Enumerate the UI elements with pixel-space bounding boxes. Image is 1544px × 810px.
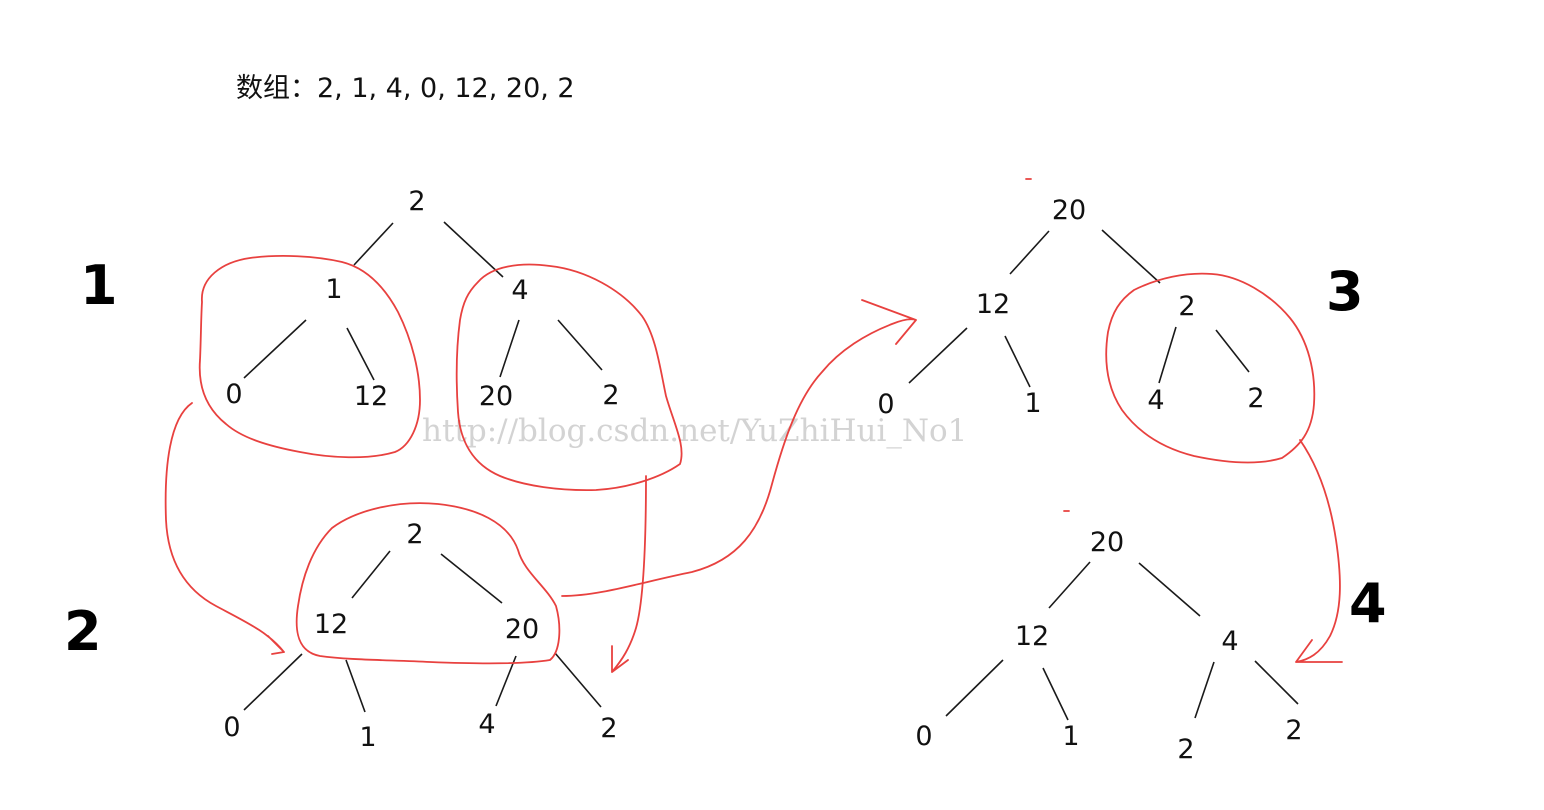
subtree-1-right-circle xyxy=(455,263,683,492)
tree-2-node-right-left: 4 xyxy=(478,709,495,740)
tree-1-node-right-left: 20 xyxy=(479,381,513,412)
step-label-1: 1 xyxy=(80,254,118,317)
step-label-2: 2 xyxy=(64,600,102,663)
tree-1-node-root: 2 xyxy=(408,186,425,217)
tree-2-node-root: 2 xyxy=(406,519,423,550)
edge xyxy=(1138,562,1201,617)
tree-1-node-left: 1 xyxy=(325,274,342,305)
arrow-step-1-to-2-right xyxy=(611,475,647,673)
tree-2-edges xyxy=(243,550,602,713)
edge xyxy=(499,319,520,378)
edge xyxy=(1158,326,1177,384)
edge xyxy=(945,659,1004,717)
edge xyxy=(243,319,307,379)
arrow-step-1-to-2-left xyxy=(164,402,285,655)
edge xyxy=(554,652,602,708)
tree-2-top-circle xyxy=(295,502,561,665)
tree-3: 20 12 2 0 1 4 2 xyxy=(877,195,1264,420)
array-title: 数组：2, 1, 4, 0, 12, 20, 2 xyxy=(236,73,575,104)
tree-2-node-left-left: 0 xyxy=(223,712,240,743)
tree-1-node-right: 4 xyxy=(511,275,528,306)
edge xyxy=(557,319,603,371)
annotations xyxy=(164,178,1343,673)
edge xyxy=(908,327,968,384)
tree-3-node-left-left: 0 xyxy=(877,389,894,420)
arrow-step-2-to-3 xyxy=(561,299,917,597)
edge xyxy=(1048,561,1091,609)
tree-3-edges xyxy=(908,229,1250,388)
step-label-3: 3 xyxy=(1326,260,1364,323)
tree-4-node-right-left: 2 xyxy=(1177,734,1194,765)
edge xyxy=(345,659,366,713)
tree-2-node-right-right: 2 xyxy=(600,713,617,744)
tree-4-node-left: 12 xyxy=(1015,621,1049,652)
watermark-url: http://blog.csdn.net/YuZhiHui_No1 xyxy=(422,413,967,449)
edge xyxy=(1254,660,1299,705)
edge xyxy=(495,655,517,707)
tree-4-node-root: 20 xyxy=(1090,527,1124,558)
tree-4-node-left-right: 1 xyxy=(1062,721,1079,752)
subtree-1-left-circle xyxy=(198,255,421,459)
edge xyxy=(1009,230,1050,275)
tree-1-node-left-left: 0 xyxy=(225,379,242,410)
tree-2: 2 12 20 0 1 4 2 xyxy=(223,519,617,753)
edge xyxy=(243,653,303,711)
tree-2-node-left: 12 xyxy=(314,609,348,640)
tree-4-node-right-right: 2 xyxy=(1285,715,1302,746)
tree-1-edges xyxy=(243,221,603,381)
tree-1-node-left-right: 12 xyxy=(354,381,388,412)
tree-3-node-left-right: 1 xyxy=(1024,388,1041,419)
tree-4-node-left-left: 0 xyxy=(915,721,932,752)
tree-4-node-right: 4 xyxy=(1221,626,1238,657)
tree-3-right-circle xyxy=(1105,272,1316,464)
edge xyxy=(1101,229,1161,284)
edge xyxy=(1194,661,1215,719)
tree-3-node-right: 2 xyxy=(1178,291,1195,322)
tree-2-node-right: 20 xyxy=(505,614,539,645)
edge xyxy=(443,221,504,278)
arrow-step-3-to-4 xyxy=(1295,439,1343,663)
tree-2-node-left-right: 1 xyxy=(359,722,376,753)
edge xyxy=(440,553,503,604)
edge xyxy=(346,327,375,381)
tree-3-node-left: 12 xyxy=(976,289,1010,320)
tree-1: 2 1 4 0 12 20 2 xyxy=(225,186,619,412)
edge xyxy=(351,550,391,599)
tree-4-edges xyxy=(945,561,1299,721)
edge xyxy=(1215,329,1250,373)
tree-3-node-right-right: 2 xyxy=(1247,383,1264,414)
edge xyxy=(1042,667,1069,721)
step-label-4: 4 xyxy=(1349,572,1387,635)
tree-3-node-right-left: 4 xyxy=(1147,385,1164,416)
tree-3-node-root: 20 xyxy=(1052,195,1086,226)
edge xyxy=(1004,335,1031,388)
tree-4: 20 12 4 0 1 2 2 xyxy=(915,527,1302,765)
tree-1-node-right-right: 2 xyxy=(602,380,619,411)
edge xyxy=(353,222,394,266)
